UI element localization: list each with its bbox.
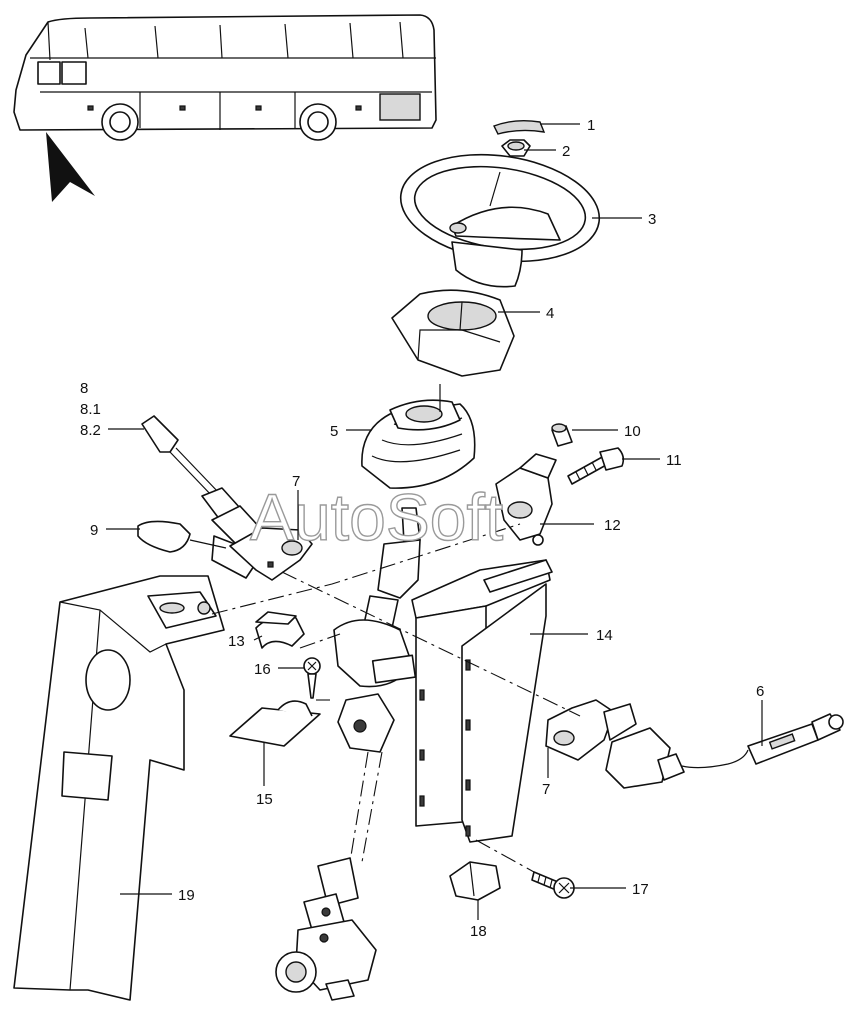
leader-lines [106, 123, 763, 920]
wiper-lever [137, 520, 227, 553]
callout-7-lower: 7 [542, 781, 550, 798]
watermark: AutoSoft [250, 480, 503, 554]
callout-labels: 1 2 3 4 5 6 7 7 8 8.1 8.2 9 10 11 12 13 … [80, 117, 764, 940]
clip-nut [449, 861, 501, 901]
callout-17: 17 [632, 881, 649, 898]
callout-11: 11 [666, 452, 682, 469]
callout-13: 13 [228, 633, 245, 650]
callout-7-upper: 7 [292, 473, 300, 490]
column-cover-panel [13, 575, 225, 1001]
callout-8-2: 8.2 [80, 422, 101, 439]
callout-14: 14 [596, 627, 613, 644]
callout-15: 15 [256, 791, 273, 808]
horn-cap [493, 119, 546, 135]
bus-illustration [13, 14, 437, 202]
callout-4: 4 [546, 305, 554, 322]
callout-5: 5 [330, 423, 338, 440]
self-tapping-screw [531, 871, 575, 899]
callout-16: 16 [254, 661, 271, 678]
callout-6: 6 [756, 683, 764, 700]
retaining-clip [229, 700, 321, 747]
callout-8-1: 8.1 [80, 401, 101, 418]
column-shroud [391, 289, 515, 377]
adjuster-bracket [495, 453, 557, 546]
callout-19: 19 [178, 887, 195, 904]
callout-18: 18 [470, 923, 487, 940]
callout-10: 10 [624, 423, 641, 440]
cap-screw [551, 423, 573, 447]
screw-small [303, 657, 321, 699]
switch-clamp-upper [229, 527, 313, 581]
steering-gear-box [275, 919, 377, 1001]
callout-8: 8 [80, 380, 88, 397]
callout-1: 1 [587, 117, 595, 134]
steering-wheel [399, 153, 601, 288]
clamp-half [255, 611, 305, 649]
bolt [567, 447, 625, 485]
steering-column-shaft [303, 507, 421, 931]
callout-3: 3 [648, 211, 656, 228]
right-lever-switch [605, 713, 844, 789]
callout-12: 12 [604, 517, 621, 534]
callout-9: 9 [90, 522, 98, 539]
steering-nut [501, 139, 531, 157]
callout-2: 2 [562, 143, 570, 160]
switch-clamp-lower [545, 699, 637, 761]
rubber-boot [361, 384, 476, 489]
alignment-lines [211, 523, 581, 873]
column-mount-bracket [411, 559, 553, 843]
